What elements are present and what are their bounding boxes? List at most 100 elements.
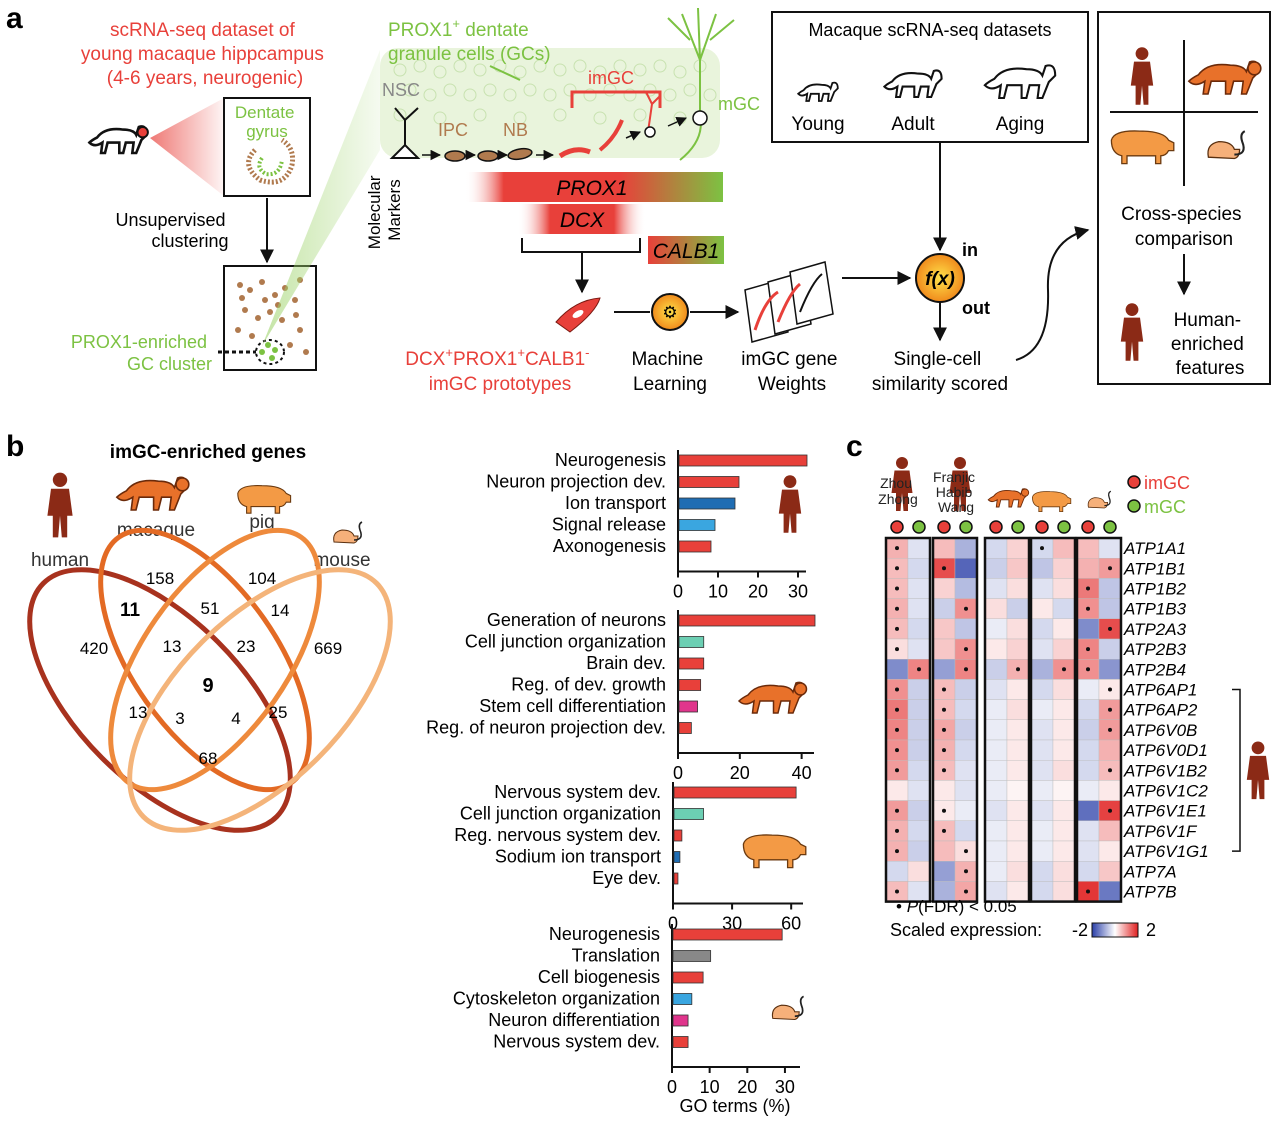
significance-dot xyxy=(1108,727,1112,732)
mature-gc-neuron xyxy=(667,7,735,161)
venn-count-mpm: 23 xyxy=(237,637,256,656)
gene-label: ATP6AP1 xyxy=(1123,681,1197,700)
aging-macaque-icon xyxy=(983,64,1057,100)
pig-icon-heatmap xyxy=(1032,491,1072,513)
ml-gear-icon xyxy=(651,293,689,331)
go-category-label: Neuron projection dev. xyxy=(486,472,666,492)
gene-label: ATP7B xyxy=(1123,883,1177,902)
heatmap-cell xyxy=(1006,780,1030,801)
atp6-bracket xyxy=(1232,688,1241,852)
go-category-label: Reg. nervous system dev. xyxy=(454,825,661,845)
go-bar xyxy=(678,476,740,488)
dentate-gyrus-box xyxy=(223,97,311,197)
significance-dot xyxy=(895,808,899,813)
macaque-icon xyxy=(87,125,149,155)
go-tick-label: 10 xyxy=(700,1077,720,1097)
species-human: human xyxy=(31,550,89,571)
heatmap-cell xyxy=(1006,800,1030,821)
mgc-column-dot xyxy=(912,520,926,534)
heatmap-cell xyxy=(1076,537,1100,559)
heatmap-cell xyxy=(1006,861,1030,882)
heatmap-cell xyxy=(1076,558,1100,579)
heatmap-cell xyxy=(954,780,978,801)
dentate-gyrus-label: Dentate gyrus xyxy=(235,103,299,141)
significance-dot xyxy=(895,566,899,571)
go-category-label: Brain dev. xyxy=(586,653,666,673)
heatmap-cell xyxy=(1052,739,1076,761)
heatmap-cell xyxy=(954,760,978,781)
significance-dot xyxy=(1086,606,1090,611)
imgc-column-dot xyxy=(890,520,904,534)
lineage-cells xyxy=(444,91,661,162)
calb1-marker-label: CALB1 xyxy=(653,240,720,263)
imgc-column-dot xyxy=(989,520,1003,534)
heatmap-cell xyxy=(907,679,931,700)
significance-dot xyxy=(895,748,899,753)
heatmap-cell xyxy=(1098,598,1122,619)
fx-out-label: out xyxy=(962,298,990,318)
heatmap-cell xyxy=(984,598,1008,619)
similarity-label: Single-cell similarity scored xyxy=(872,349,1008,395)
stage-nsc: NSC xyxy=(382,80,420,100)
heatmap-cell xyxy=(954,578,978,599)
go-category-label: Ion transport xyxy=(565,493,666,513)
gene-label: ATP6V1C2 xyxy=(1123,782,1208,801)
nsc-cell xyxy=(389,107,421,159)
heatmap-cell xyxy=(1098,861,1122,882)
unsupervised-label: Unsupervised clustering xyxy=(115,210,230,251)
significance-dot xyxy=(895,707,899,712)
heatmap-cell xyxy=(1006,760,1030,781)
significance-dot xyxy=(964,849,968,854)
heatmap-cell xyxy=(1052,780,1076,801)
go-category-label: Reg. of neuron projection dev. xyxy=(426,718,666,738)
gene-label: ATP6V0B xyxy=(1123,721,1197,740)
venn-count-macaque-only: 158 xyxy=(146,569,174,588)
venn-count-hp: 13 xyxy=(129,703,148,722)
heatmap-cell xyxy=(984,840,1008,862)
granule-cells-texture xyxy=(393,59,717,125)
heatmap-cell xyxy=(954,558,978,579)
significance-dot xyxy=(895,546,899,551)
go-tick-label: 20 xyxy=(737,1077,757,1097)
significance-dot xyxy=(1108,707,1112,712)
mouse-icon-heatmap xyxy=(1087,490,1112,509)
weights-label: imGC gene Weights xyxy=(741,349,842,395)
heatmap-cell xyxy=(984,679,1008,700)
heatmap-cell xyxy=(1052,537,1076,559)
heatmap-cell xyxy=(984,760,1008,781)
lineage-arrows xyxy=(422,117,687,161)
imgc-column-dot xyxy=(1081,520,1095,534)
stage-ipc: IPC xyxy=(438,120,468,140)
venn-count-human-only: 420 xyxy=(80,639,108,658)
heatmap-cell xyxy=(984,558,1008,579)
heatmap-cell xyxy=(907,638,931,660)
heatmap-cell xyxy=(885,780,909,801)
heatmap-cell xyxy=(984,800,1008,821)
heatmap-cell xyxy=(1076,800,1100,821)
significance-dot xyxy=(1086,586,1090,591)
dentate-spiral xyxy=(246,137,295,185)
go-category-label: Nervous system dev. xyxy=(494,782,661,802)
heatmap-cell xyxy=(984,618,1008,640)
calb1-marker-bar xyxy=(648,236,724,264)
heatmap-cell xyxy=(1030,638,1054,660)
go-bar xyxy=(678,540,712,553)
go-category-label: Cell biogenesis xyxy=(538,967,660,987)
heatmap-cell xyxy=(907,840,931,862)
heatmap-cell xyxy=(1052,800,1076,821)
go-tick-label: 0 xyxy=(667,1077,677,1097)
mouse-icon-venn xyxy=(332,521,363,544)
go-xlabel: GO terms (%) xyxy=(680,1096,791,1116)
go-category-label: Nervous system dev. xyxy=(493,1032,660,1052)
heatmap-cell xyxy=(1030,578,1054,599)
significance-dot xyxy=(1108,566,1112,571)
macaque-datasets-title: Macaque scRNA-seq datasets xyxy=(808,20,1051,40)
pig-icon-go xyxy=(742,834,807,869)
venn-count-mm: 25 xyxy=(269,703,288,722)
heatmap-cell xyxy=(984,578,1008,599)
heatmap-group-border xyxy=(884,536,932,903)
human-enriched-label: Human- enriched features xyxy=(1171,310,1249,379)
go-bar xyxy=(678,700,698,713)
age-young: Young xyxy=(791,114,844,135)
significance-dot xyxy=(964,667,968,672)
